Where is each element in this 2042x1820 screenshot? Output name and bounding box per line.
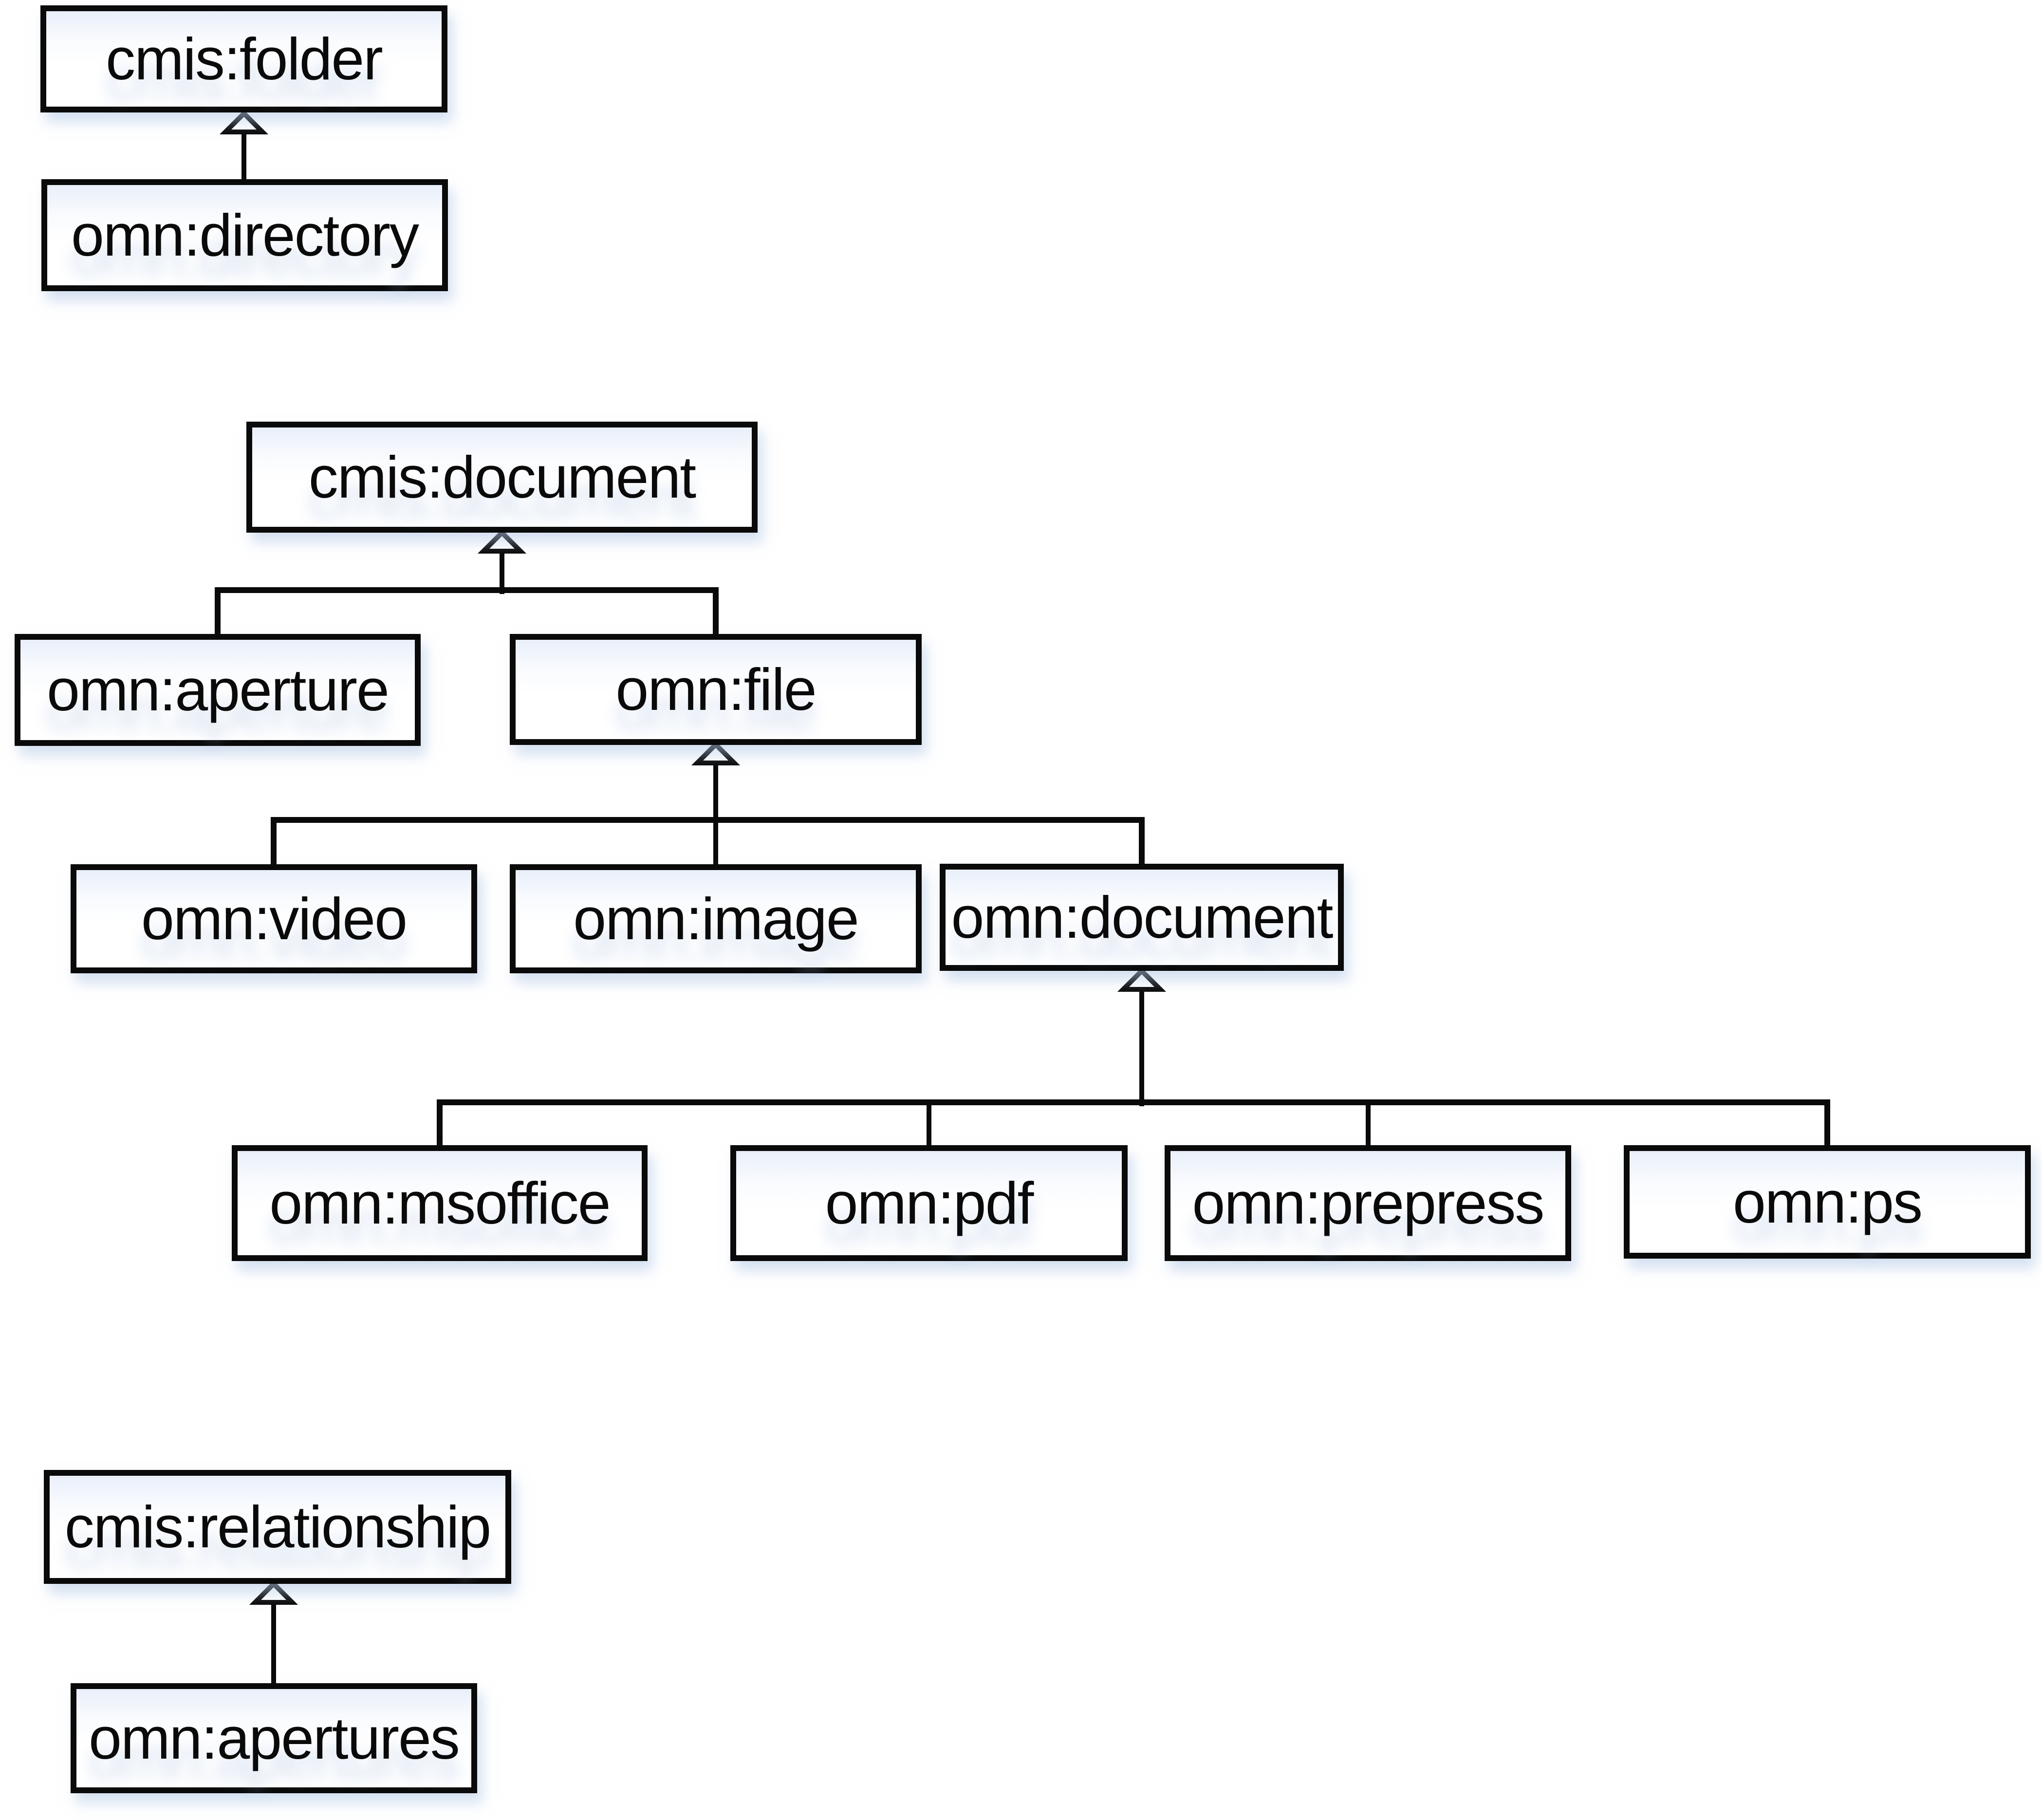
generalization-edge-directory-folder xyxy=(219,110,269,183)
class-label-omn-apertures: omn:apertures xyxy=(89,1705,460,1771)
class-box-omn-directory: omn:directory xyxy=(41,179,448,291)
class-label-omn-msoffice: omn:msoffice xyxy=(269,1170,611,1236)
class-label-omn-aperture: omn:aperture xyxy=(47,657,390,723)
class-box-omn-file: omn:file xyxy=(510,634,922,745)
class-box-omn-document: omn:document xyxy=(940,864,1344,971)
generalization-edge-children-cmis-document xyxy=(215,529,719,638)
hollow-triangle-arrow-icon xyxy=(1117,967,1167,992)
class-box-cmis-relationship: cmis:relationship xyxy=(44,1470,511,1584)
class-label-omn-pdf: omn:pdf xyxy=(825,1170,1034,1236)
class-label-omn-file: omn:file xyxy=(615,656,817,723)
generalization-edge-children-omn-file xyxy=(271,741,1145,869)
hollow-triangle-arrow-icon xyxy=(691,741,741,765)
class-box-omn-apertures: omn:apertures xyxy=(71,1683,477,1793)
class-box-cmis-document: cmis:document xyxy=(246,422,758,533)
class-box-omn-ps: omn:ps xyxy=(1624,1145,2031,1259)
class-label-omn-ps: omn:ps xyxy=(1732,1169,1923,1235)
hollow-triangle-arrow-icon xyxy=(249,1580,298,1605)
class-box-omn-video: omn:video xyxy=(71,864,477,973)
class-label-omn-directory: omn:directory xyxy=(71,202,419,268)
class-label-cmis-document: cmis:document xyxy=(308,444,696,510)
class-label-omn-prepress: omn:prepress xyxy=(1192,1170,1545,1236)
class-label-cmis-relationship: cmis:relationship xyxy=(64,1494,492,1560)
class-label-cmis-folder: cmis:folder xyxy=(106,26,383,92)
class-box-omn-prepress: omn:prepress xyxy=(1165,1145,1571,1261)
generalization-edge-children-omn-document xyxy=(437,967,1830,1150)
generalization-edge-apertures-relationship xyxy=(249,1580,298,1687)
hollow-triangle-arrow-icon xyxy=(219,110,269,134)
class-box-omn-image: omn:image xyxy=(510,864,922,973)
class-box-omn-aperture: omn:aperture xyxy=(15,634,421,746)
hollow-triangle-arrow-icon xyxy=(477,529,527,554)
class-label-omn-image: omn:image xyxy=(573,886,859,952)
class-label-omn-video: omn:video xyxy=(141,886,408,952)
class-label-omn-document: omn:document xyxy=(951,884,1334,950)
class-box-omn-msoffice: omn:msoffice xyxy=(232,1145,648,1261)
class-box-omn-pdf: omn:pdf xyxy=(730,1145,1128,1261)
class-box-cmis-folder: cmis:folder xyxy=(40,5,447,112)
